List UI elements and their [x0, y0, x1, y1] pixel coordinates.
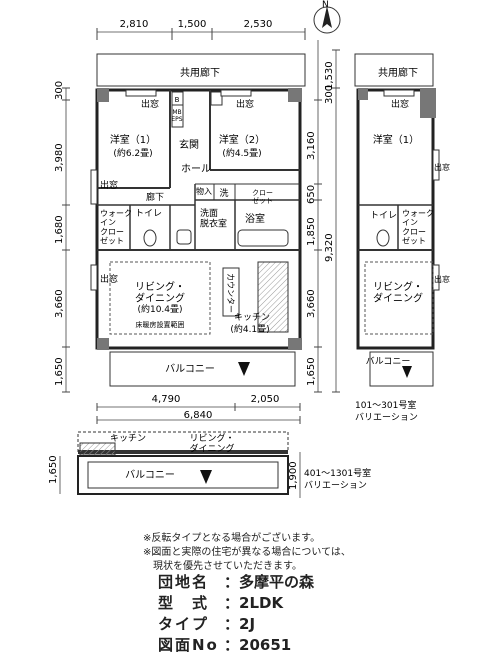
- living-size: (約10.4畳): [137, 303, 182, 315]
- hallway-label: 廊下: [146, 191, 164, 203]
- dim-top-2: 1,500: [178, 19, 207, 30]
- info-row: 図面No：20651: [158, 636, 292, 654]
- dim-right-top-1: 1,530: [324, 61, 335, 90]
- compass-label: N: [322, 0, 329, 10]
- info-value: 多摩平の森: [239, 573, 315, 591]
- note-line: 現状を優先させていただきます。: [143, 561, 302, 572]
- main-window-label-3: 出窓: [100, 179, 118, 191]
- storage-label: 物入: [196, 186, 212, 196]
- dim-right-2: 650: [306, 185, 317, 204]
- left-dimensions: 300 3,980 1,680 3,660 1,650: [54, 81, 70, 393]
- dim-right-3: 1,850: [306, 217, 317, 246]
- dim-bottom-1: 4,790: [152, 394, 181, 405]
- balcony-label: バルコニー: [165, 363, 215, 375]
- entrance-label: 玄関: [179, 138, 199, 151]
- main-window-label-2: 出窓: [236, 98, 254, 110]
- counter-label: カウンター: [226, 273, 235, 313]
- var2-dim-right: 1,900: [288, 461, 299, 490]
- main-window-label-4: 出窓: [100, 273, 118, 285]
- info-key: タイプ: [158, 615, 210, 633]
- dim-bottom-2: 2,050: [251, 394, 280, 405]
- dim-right-4: 3,660: [306, 289, 317, 318]
- variation-plan-1: 共用廊下 出窓 出窓 出窓 洋室（1） トイレ ウォークインクローゼット リビン…: [354, 53, 450, 423]
- bedroom1-name: 洋室（1）: [110, 133, 156, 146]
- var1-living-label: リビング・ダイニング: [373, 280, 423, 305]
- north-arrow-icon: N: [313, 0, 341, 34]
- info-value: 2J: [239, 615, 256, 633]
- bedroom2-name: 洋室（2）: [219, 133, 265, 146]
- variation-plan-2: キッチン リビング・ダイニング バルコニー 1,650 1,900 401～13…: [48, 431, 371, 498]
- var2-living-label: リビング・ダイニング: [189, 432, 234, 454]
- var1-window-label-3: 出窓: [434, 274, 450, 284]
- property-info: 団地名：多摩平の森 型 式：2LDK タイプ：2J 図面No：20651: [158, 572, 314, 656]
- bath-label: 浴室: [245, 212, 265, 225]
- laundry-label: 洗: [219, 187, 228, 199]
- var1-caption-1: 101～301号室: [355, 399, 416, 411]
- dim-left-1: 300: [54, 81, 65, 100]
- kitchen-name: キッチン: [234, 312, 270, 323]
- var1-window-label-2: 出窓: [434, 162, 450, 172]
- walkin-label: ウォークインクローゼット: [100, 209, 132, 246]
- var1-outdoor-unit-icon: [402, 366, 412, 378]
- var2-kitchen-label: キッチン: [110, 433, 146, 444]
- bottom-dimensions: 4,790 2,050 6,840: [96, 394, 301, 424]
- main-b-label: B: [175, 96, 180, 104]
- info-row: 団地名：多摩平の森: [158, 573, 315, 591]
- notes: ※反転タイプとなる場合がございます。 ※図面と実際の住宅が異なる場合については、…: [143, 532, 351, 574]
- dim-top-1: 2,810: [120, 19, 149, 30]
- dim-left-3: 1,680: [54, 215, 65, 244]
- toilet-label: トイレ: [135, 209, 162, 219]
- info-key: 団地名: [158, 573, 210, 591]
- dim-right-total: 9,320: [324, 233, 335, 262]
- info-row: タイプ：2J: [158, 615, 256, 633]
- note-line: ※図面と実際の住宅が異なる場合については、: [143, 547, 351, 558]
- var1-corridor-label: 共用廊下: [378, 66, 418, 79]
- var1-balcony-label: バルコニー: [366, 356, 411, 367]
- note-line: ※反転タイプとなる場合がございます。: [143, 533, 321, 544]
- info-key: 型 式: [158, 594, 210, 612]
- dim-left-5: 1,650: [54, 357, 65, 386]
- dim-top-3: 2,530: [244, 19, 273, 30]
- dim-right-1: 3,160: [306, 131, 317, 160]
- var1-window-label-1: 出窓: [391, 98, 409, 110]
- bedroom2-size: (約4.5畳): [222, 147, 261, 159]
- info-value: 20651: [239, 636, 292, 654]
- right-dimensions: 3,160 650 1,850 3,660 1,650 1,530 300 9,…: [306, 40, 340, 393]
- info-key: 図面No: [158, 636, 219, 654]
- var1-toilet-label: トイレ: [370, 211, 397, 221]
- var1-walkin-label: ウォークインクローゼット: [402, 209, 434, 246]
- var1-caption-2: バリエーション: [355, 412, 418, 423]
- washroom-label: 洗面脱衣室: [200, 207, 227, 229]
- hall-label: ホール: [181, 163, 211, 175]
- dim-right-5: 1,650: [306, 357, 317, 386]
- info-row: 型 式：2LDK: [158, 594, 284, 612]
- var2-caption-1: 401～1301号室: [304, 467, 371, 479]
- top-dimensions: 2,810 1,500 2,530: [96, 19, 306, 40]
- var2-balcony-label: バルコニー: [125, 469, 175, 481]
- var1-bedroom-label: 洋室（1）: [373, 133, 419, 146]
- info-value: 2LDK: [239, 594, 284, 612]
- living-name: リビング・ダイニング: [135, 280, 185, 305]
- floor-heating-label: 床暖房設置範囲: [136, 320, 185, 329]
- dim-bottom-total: 6,840: [184, 410, 213, 421]
- dim-left-4: 3,660: [54, 289, 65, 318]
- outdoor-unit-icon: [238, 362, 250, 376]
- kitchen-size: (約4.1畳): [230, 323, 269, 335]
- dim-right-top-2: 300: [324, 85, 335, 104]
- main-window-label-1: 出窓: [141, 98, 159, 110]
- var2-dim-left: 1,650: [48, 455, 59, 484]
- main-corridor-label: 共用廊下: [180, 66, 220, 79]
- dim-left-2: 3,980: [54, 143, 65, 172]
- closet-label: クローゼット: [252, 189, 273, 205]
- var2-outdoor-unit-icon: [200, 470, 212, 484]
- var2-caption-2: バリエーション: [304, 480, 367, 491]
- bedroom1-size: (約6.2畳): [113, 147, 152, 159]
